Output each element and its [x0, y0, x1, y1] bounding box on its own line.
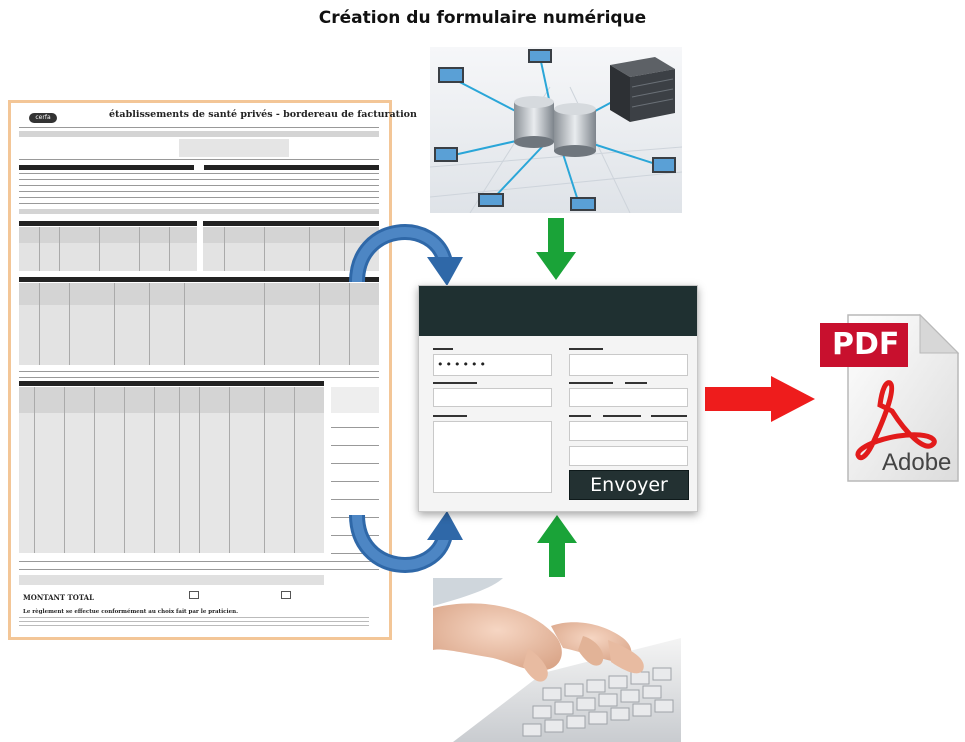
- document-title: établissements de santé privés - bordere…: [109, 109, 417, 120]
- text-field-6[interactable]: [569, 421, 688, 441]
- text-field-2[interactable]: [569, 354, 688, 376]
- form-header-bar: [419, 286, 697, 336]
- text-field-4[interactable]: [569, 388, 688, 407]
- digital-form-mockup: •••••• Envoyer: [418, 285, 698, 512]
- blue-curved-arrow-bottom: [345, 505, 470, 585]
- pdf-badge-text: PDF: [832, 327, 900, 362]
- blue-curved-arrow-top: [345, 212, 470, 292]
- password-mask: ••••••: [437, 358, 488, 371]
- text-field-7[interactable]: [569, 446, 688, 466]
- textarea-field[interactable]: [433, 421, 552, 493]
- typing-keyboard-image: [433, 578, 681, 742]
- field-label-5: [433, 415, 467, 417]
- red-arrow-right: [705, 376, 815, 422]
- adobe-brand-text: Adobe: [882, 449, 952, 476]
- field-label-6a: [569, 415, 591, 417]
- field-label-3: [433, 382, 477, 384]
- paper-form-scan: cerfa établissements de santé privés - b…: [8, 100, 417, 640]
- pdf-adobe-icon: PDF Adobe: [820, 305, 960, 485]
- field-label-6b: [603, 415, 641, 417]
- submit-button[interactable]: Envoyer: [569, 470, 689, 500]
- field-label-2: [569, 348, 603, 350]
- field-label-4a: [569, 382, 613, 384]
- footer-note: Le règlement se effectue conformément au…: [23, 609, 239, 615]
- amount-label: MONTANT TOTAL: [23, 593, 95, 602]
- green-arrow-up: [537, 515, 577, 577]
- page-title: Création du formulaire numérique: [318, 8, 647, 28]
- password-field[interactable]: [433, 354, 552, 376]
- cerfa-logo: cerfa: [29, 113, 57, 123]
- text-field-3[interactable]: [433, 388, 552, 407]
- field-label-6c: [651, 415, 687, 417]
- field-label-4b: [625, 382, 647, 384]
- green-arrow-down: [536, 218, 576, 280]
- field-label-1: [433, 348, 453, 350]
- network-servers-image: [430, 47, 682, 213]
